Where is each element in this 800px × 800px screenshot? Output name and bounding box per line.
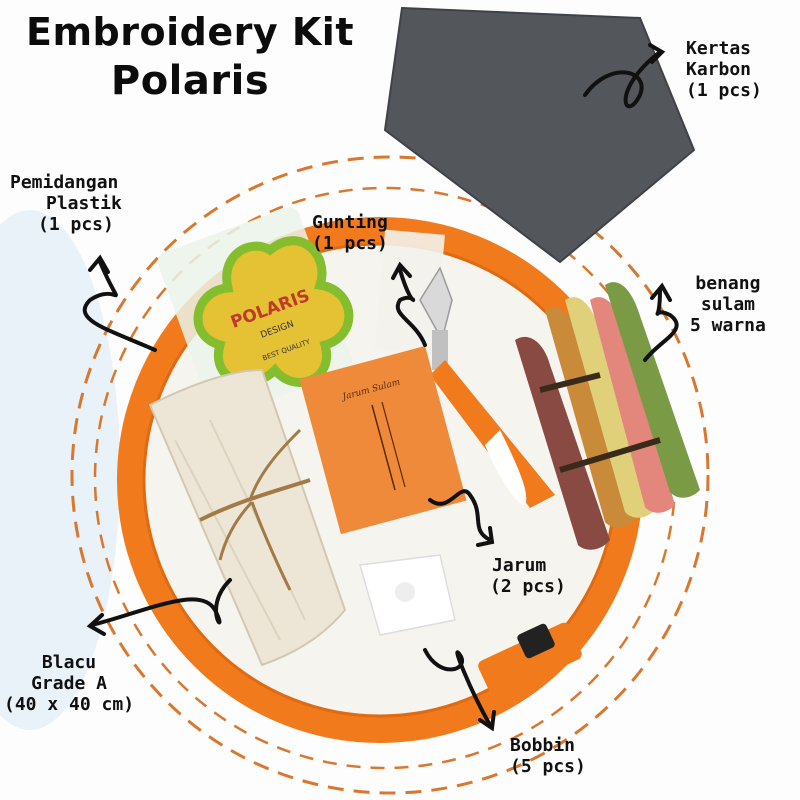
- title-line-1: Embroidery Kit: [26, 10, 354, 54]
- label-blacu: Blacu Grade A (40 x 40 cm): [4, 652, 134, 715]
- label-line: sulam: [700, 294, 756, 315]
- arrowhead-benang: [650, 282, 672, 302]
- label-line: Gunting: [312, 212, 388, 233]
- arrow-gunting: [395, 268, 427, 347]
- label-line: 5 warna: [690, 315, 766, 336]
- embroidery-threads: [515, 282, 700, 550]
- arrow-pemidangan: [82, 260, 157, 352]
- label-pemidangan: Pemidangan Plastik (1 pcs): [10, 172, 122, 235]
- label-gunting: Gunting (1 pcs): [312, 212, 388, 254]
- label-line: Plastik: [46, 193, 122, 214]
- arrowhead-kertas: [648, 43, 666, 64]
- arrow-bobbin: [423, 648, 492, 727]
- dashed-ring-outer: [70, 155, 710, 795]
- title-line-2: Polaris: [110, 58, 270, 104]
- arrow-kertas: [583, 50, 662, 109]
- label-line: Blacu: [41, 652, 97, 673]
- label-line: benang: [695, 273, 761, 294]
- label-line: Karbon: [686, 59, 752, 80]
- label-bobbin: Bobbin (5 pcs): [510, 735, 586, 777]
- arrowhead-blacu: [86, 613, 106, 636]
- arrow-benang: [643, 288, 679, 362]
- arrow-jarum: [428, 489, 492, 542]
- thread-package: POLARIS DESIGN BEST QUALITY: [157, 207, 354, 418]
- arrowhead-jarum: [476, 526, 495, 547]
- label-line: (1 pcs): [686, 80, 762, 101]
- arrowhead-gunting: [391, 261, 412, 280]
- label-line: Bobbin: [510, 735, 576, 756]
- arrow-blacu: [90, 578, 232, 627]
- needle-card: Jarum Sulam: [299, 345, 467, 535]
- label-line: (5 pcs): [510, 756, 586, 777]
- label-line: Jarum: [492, 555, 547, 576]
- annotation-arrows: [82, 43, 679, 732]
- label-line: (40 x 40 cm): [4, 694, 135, 715]
- label-line: (1 pcs): [38, 214, 114, 235]
- background-tint: [0, 210, 120, 730]
- arrowhead-bobbin: [478, 710, 496, 732]
- label-line: Kertas: [686, 38, 752, 59]
- label-jarum: Jarum (2 pcs): [490, 555, 566, 597]
- label-line: (2 pcs): [490, 576, 566, 597]
- bobbins: [359, 554, 456, 636]
- arrowhead-pemidangan: [88, 254, 110, 274]
- label-benang: benang sulam 5 warna: [690, 273, 766, 336]
- fabric-roll: [148, 368, 347, 667]
- scissors: [419, 266, 555, 508]
- label-line: Grade A: [31, 673, 107, 694]
- label-line: Pemidangan: [10, 172, 119, 193]
- label-line: (1 pcs): [312, 233, 388, 254]
- label-kertas-karbon: Kertas Karbon (1 pcs): [686, 38, 762, 101]
